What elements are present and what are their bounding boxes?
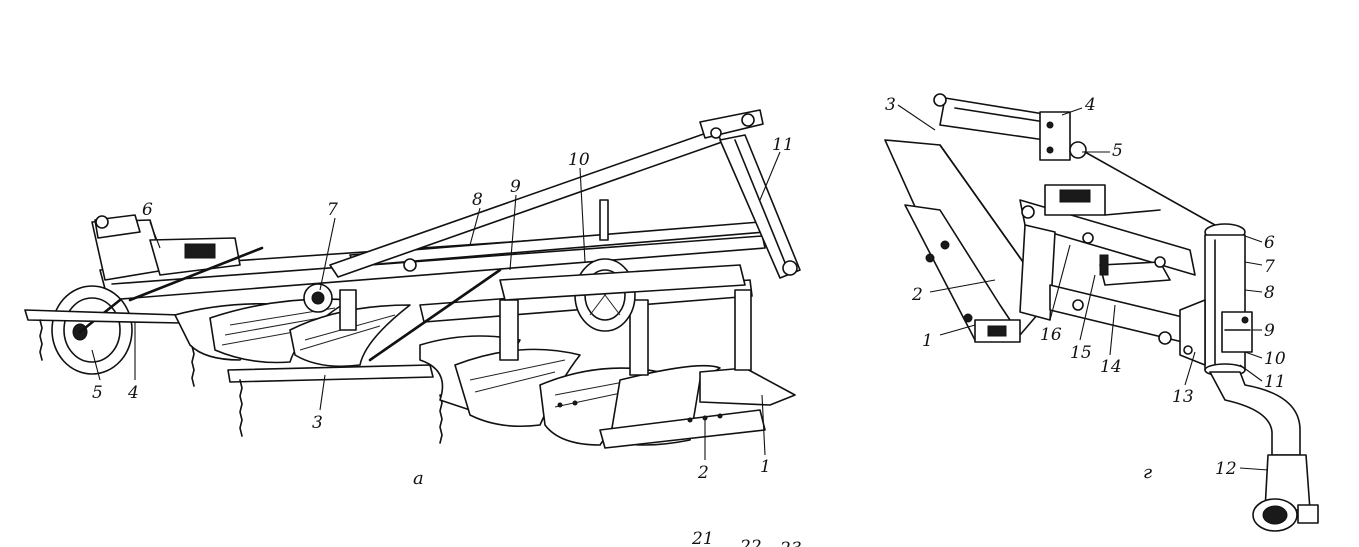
frame-beam	[884, 139, 1051, 343]
fig-g-label-8: 8	[1264, 283, 1275, 303]
fig-g-label-12: 12	[1215, 459, 1237, 479]
fig-g-label-6: 6	[1264, 233, 1275, 253]
body-standards	[339, 289, 752, 376]
fig-a-label-10: 10	[568, 150, 590, 170]
fig-a-label-7: 7	[327, 200, 338, 220]
fig-g-label-15: 15	[1070, 343, 1092, 363]
top-link-strut	[329, 109, 801, 279]
fig-a-label-2: 2	[697, 463, 709, 483]
crossbeam	[368, 199, 746, 362]
fig-g-label-16: 16	[1040, 325, 1062, 345]
figure-a-caption: а	[413, 468, 424, 489]
skim-coulter-beam	[24, 309, 434, 383]
fig-g-label-4: 4	[1084, 95, 1096, 115]
figure-g-caption: г	[1143, 462, 1152, 483]
fig-g-label-13: 13	[1172, 387, 1194, 407]
fig-g-label-11: 11	[1264, 372, 1286, 392]
fig-g-label-5: 5	[1112, 141, 1123, 161]
support-wheel	[51, 285, 133, 375]
bottom-number-23: 23	[779, 539, 802, 547]
fig-a-label-5: 5	[92, 383, 103, 403]
figure-a-plough: 1 2 3 4 5 6 7 8 9 10 11 а	[24, 109, 801, 489]
fig-g-label-1: 1	[922, 331, 933, 351]
bottom-number-21: 21	[691, 529, 714, 547]
bottom-number-22: 22	[739, 537, 762, 547]
fig-a-label-6: 6	[142, 200, 153, 220]
hydraulic-cylinder	[933, 93, 1216, 226]
fig-g-label-14: 14	[1100, 357, 1122, 377]
fig-a-label-11: 11	[772, 135, 794, 155]
fig-a-label-1: 1	[760, 457, 771, 477]
bracket-assembly	[1019, 184, 1196, 346]
crank-axle	[1209, 371, 1319, 532]
figure-g-leaders	[897, 104, 1269, 471]
fig-g-label-7: 7	[1264, 257, 1275, 277]
fig-a-label-3: 3	[312, 413, 323, 433]
fig-g-label-2: 2	[911, 285, 923, 305]
fig-a-label-8: 8	[472, 190, 483, 210]
figure-g-mechanism: 1 2 3 4 5 6 7 8 9 10 11 12 13 14 15 16 г	[884, 93, 1319, 532]
fig-g-label-3: 3	[885, 95, 896, 115]
fig-g-label-9: 9	[1264, 321, 1275, 341]
fig-a-label-4: 4	[127, 383, 139, 403]
plough-bodies	[174, 298, 796, 449]
shaft-housing	[1179, 223, 1253, 377]
fig-a-label-9: 9	[510, 177, 521, 197]
figure-a-leaders	[91, 151, 781, 460]
hitch-bracket	[91, 214, 264, 302]
fig-g-label-10: 10	[1264, 349, 1286, 369]
